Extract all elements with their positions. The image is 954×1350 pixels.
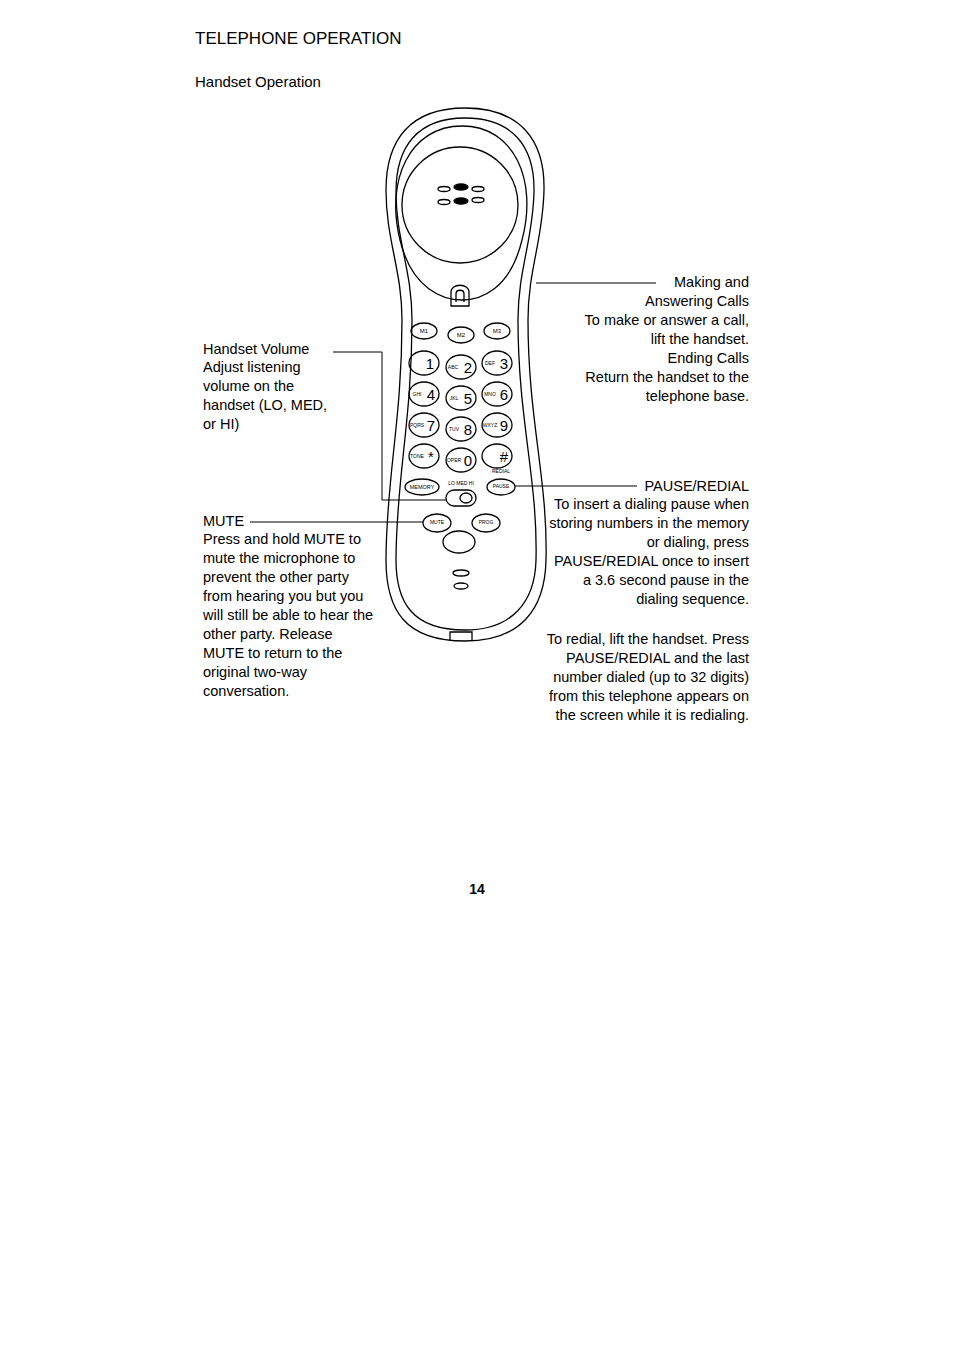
leader-line: [333, 352, 446, 500]
callout-text: Adjust listening volume on the handset (…: [203, 358, 343, 434]
key-label: M1: [420, 328, 428, 335]
key-letters: GHI: [413, 392, 422, 398]
key-digit: 4: [427, 385, 435, 404]
key-label: PAUSE: [493, 484, 510, 490]
callout-text: To redial, lift the handset. Press PAUSE…: [544, 630, 749, 725]
key-letters: TUV: [449, 427, 459, 433]
key-letters: TONE: [410, 454, 424, 460]
section-heading: Handset Operation: [195, 72, 495, 91]
callout-heading: Making and Answering Calls: [619, 273, 749, 311]
page-title: TELEPHONE OPERATION: [195, 29, 402, 49]
callout-heading: Ending Calls: [577, 349, 749, 368]
key-label: M3: [493, 328, 501, 335]
key-digit: 0: [464, 451, 472, 470]
page-number: 14: [469, 880, 485, 899]
key-digit: *: [428, 447, 434, 466]
leader-line: [536, 283, 656, 284]
handset-inner-outline: [396, 118, 536, 630]
callout-text: Return the handset to the telephone base…: [584, 368, 749, 406]
callout-text: To make or answer a call, lift the hands…: [577, 311, 749, 349]
key-digit: #: [500, 447, 508, 466]
key-label: M2: [457, 332, 465, 339]
volume-slider: [446, 490, 476, 506]
key-digit: 9: [500, 416, 508, 435]
key-letters: ABC: [448, 365, 458, 371]
callout-text: To insert a dialing pause when storing n…: [544, 495, 749, 609]
key-letters: JKL: [450, 396, 459, 402]
slider-caption: LO MED HI: [448, 481, 474, 487]
hook-switch: [451, 285, 469, 306]
callout-heading: MUTE: [203, 512, 303, 531]
key-letters: OPER: [447, 458, 461, 464]
key-digit: 2: [464, 358, 472, 377]
callout-heading: PAUSE/REDIAL: [599, 477, 749, 496]
key-label: MEMORY: [410, 484, 435, 490]
key-letters: MNO: [484, 392, 496, 398]
key-letters: PQRS: [410, 423, 424, 429]
key-label: PROG: [479, 520, 494, 526]
key-digit: 5: [464, 389, 472, 408]
callout-heading: Handset Volume: [203, 340, 343, 359]
key-letters: DEF: [485, 361, 495, 367]
callout-text: Press and hold MUTE to mute the micropho…: [203, 530, 375, 701]
key-digit: 7: [427, 416, 435, 435]
earpiece-ring: [396, 126, 527, 300]
key-digit: 6: [500, 385, 508, 404]
handset-outline: [386, 108, 546, 641]
key-digit: 8: [464, 420, 472, 439]
key-letters: WXYZ: [483, 423, 497, 429]
leader-line: [515, 486, 637, 487]
key-label: MUTE: [430, 520, 444, 526]
leader-line: [250, 522, 423, 523]
key-digit: 1: [426, 354, 434, 373]
key-digit: 3: [500, 354, 508, 373]
earpiece: [402, 147, 518, 263]
key-caption: REDIAL: [492, 469, 510, 475]
